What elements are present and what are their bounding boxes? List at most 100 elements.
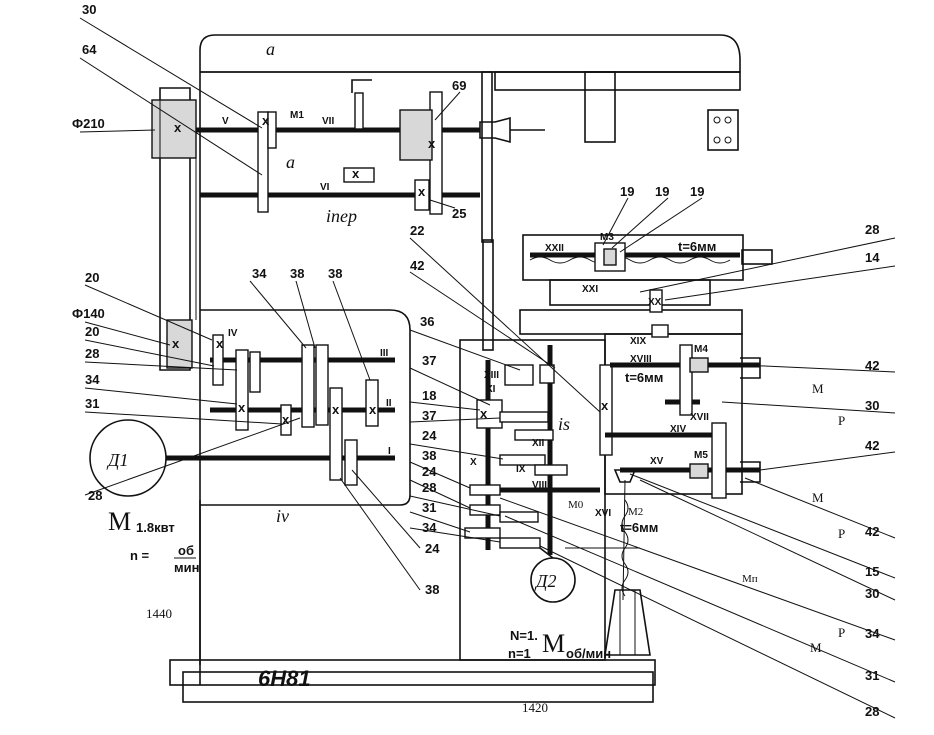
machine-frame (169, 34, 744, 703)
legend-p1: P (838, 413, 845, 428)
svg-text:x: x (418, 184, 426, 199)
callout-19c: 19 (690, 184, 704, 199)
clutch-m4: М4 (694, 344, 708, 355)
callout-19b: 19 (655, 184, 669, 199)
motor2-prefix: М (542, 629, 565, 658)
shaft-label-x: X (470, 457, 477, 468)
callout-28c: 28 (422, 480, 436, 495)
motor1-power: 1.8квт (136, 520, 175, 535)
leader-lines (79, 17, 896, 719)
shaft-label-xiii: XIII (484, 370, 499, 381)
callout-42a: 42 (410, 258, 424, 273)
ratio-iv: iv (276, 506, 289, 526)
svg-text:x: x (480, 406, 488, 421)
callout-phi140: Ф140 (72, 306, 105, 321)
callout-28d: 28 (865, 222, 879, 237)
callout-30b: 30 (865, 398, 879, 413)
motor2-unit: об/мин (566, 646, 611, 661)
callout-64: 64 (82, 42, 97, 57)
callout-30: 30 (82, 2, 96, 17)
callout-34d: 34 (865, 626, 880, 641)
feed-gearbox: x x Д2 (464, 345, 613, 603)
shaft-label-iv: IV (228, 328, 238, 339)
shaft-label-viii: VIII (532, 480, 547, 491)
callout-25: 25 (452, 206, 466, 221)
shaft-label-xi: XI (486, 384, 496, 395)
svg-text:x: x (332, 402, 340, 417)
callout-38a: 38 (290, 266, 304, 281)
section-a-mid: а (286, 152, 295, 172)
callout-31c: 31 (865, 668, 879, 683)
clutch-m3: М3 (600, 232, 614, 243)
callout-38b: 38 (328, 266, 342, 281)
legend-p3: P (838, 625, 845, 640)
motor1-speed: 1440 (146, 606, 172, 621)
motor2-speed: 1420 (522, 700, 548, 715)
callout-22: 22 (410, 223, 424, 238)
shaft-label-xix: XIX (630, 336, 646, 347)
callout-30c: 30 (865, 586, 879, 601)
spindle-shafts: x x x x x x x x x (196, 79, 545, 486)
shaft-label-xxii: XXII (545, 243, 564, 254)
pitch-xxii: t=6мм (678, 239, 716, 254)
clutch-m5: М5 (694, 450, 708, 461)
svg-text:x: x (369, 402, 377, 417)
callout-69: 69 (452, 78, 466, 93)
legend-p2: P (838, 526, 845, 541)
callout-31a: 31 (85, 396, 99, 411)
callout-37a: 37 (422, 353, 436, 368)
machine-model-title: 6Н81 (258, 666, 311, 691)
motor1-unit-top: об (178, 543, 194, 558)
motor2-power: N=1. (510, 628, 538, 643)
callout-28a: 28 (85, 346, 99, 361)
shaft-label-xvi: XVI (595, 508, 611, 519)
ratio-is: is (558, 414, 570, 434)
callout-18: 18 (422, 388, 436, 403)
belt-drive: x x (151, 87, 197, 371)
callout-42b: 42 (865, 358, 879, 373)
callout-24c: 24 (422, 464, 437, 479)
legend-m2: M (812, 490, 824, 505)
clutch-m0: М0 (568, 499, 584, 511)
motor1-prefix: М (108, 507, 131, 536)
shaft-label-iii: III (380, 348, 389, 359)
callout-34b: 34 (252, 266, 267, 281)
shaft-label-i: I (388, 446, 391, 457)
motor1-n: n = (130, 548, 150, 563)
shaft-label-xx: XX (648, 297, 662, 308)
callout-20a: 20 (85, 270, 99, 285)
callout-31b: 31 (422, 500, 436, 515)
svg-text:x: x (238, 400, 246, 415)
callout-14: 14 (865, 250, 880, 265)
callout-34c: 34 (422, 520, 437, 535)
section-a-top: а (266, 39, 275, 59)
shaft-label-xviii: XVIII (630, 354, 652, 365)
svg-text:x: x (601, 398, 609, 413)
callout-15: 15 (865, 564, 879, 579)
clutch-mn: Мп (742, 573, 758, 585)
shaft-label-xii: XII (532, 438, 544, 449)
motor-d2-label: Д2 (534, 571, 556, 591)
callout-20b: 20 (85, 324, 99, 339)
svg-text:x: x (352, 166, 360, 181)
table-mechanism (529, 242, 773, 601)
callout-38c: 38 (425, 582, 439, 597)
svg-text:x: x (428, 136, 436, 151)
callout-37b: 37 (422, 408, 436, 423)
callout-28e: 28 (865, 704, 879, 719)
shaft-label-ix: IX (516, 464, 526, 475)
svg-text:x: x (262, 113, 270, 128)
shaft-label-v: V (222, 116, 229, 127)
clutch-m1: М1 (290, 110, 304, 121)
shaft-label-vii: VII (322, 116, 334, 127)
labels: 30 64 Ф210 20 Ф140 20 28 34 31 28 34 38 … (72, 2, 880, 719)
shaft-label-xiv: XIV (670, 424, 686, 435)
callout-phi210: Ф210 (72, 116, 105, 131)
clutch-m2a: М2 (628, 506, 643, 518)
legend-m1: M (812, 381, 824, 396)
ratio-iper: iпер (326, 206, 357, 226)
svg-text:x: x (174, 120, 182, 135)
callout-34a: 34 (85, 372, 100, 387)
